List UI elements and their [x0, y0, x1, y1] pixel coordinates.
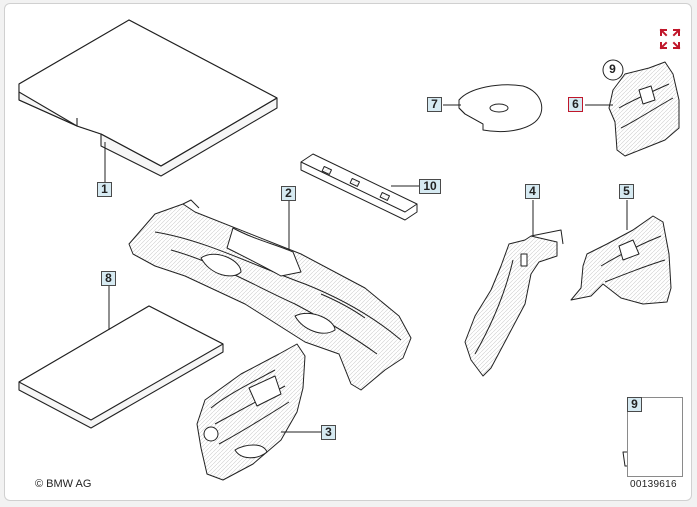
callout-2[interactable]: 2 — [281, 186, 296, 201]
copyright-text: © BMW AG — [35, 478, 92, 490]
callout-1[interactable]: 1 — [97, 182, 112, 197]
parts-diagram — [18, 19, 680, 481]
expand-arrows-icon[interactable] — [659, 28, 681, 50]
part-8-mat[interactable] — [18, 305, 224, 429]
callout-7[interactable]: 7 — [427, 97, 442, 112]
callout-5[interactable]: 5 — [619, 184, 634, 199]
clip-callout-9[interactable]: 9 — [609, 62, 616, 76]
part-4-pillar-trim[interactable] — [464, 229, 564, 377]
part-5-wheel-arch[interactable] — [570, 215, 672, 305]
callout-6[interactable]: 6 — [568, 97, 583, 112]
part-7-round-mat[interactable] — [458, 84, 543, 133]
clip-circle — [602, 59, 624, 81]
legend-callout-9[interactable]: 9 — [627, 397, 642, 412]
callout-8[interactable]: 8 — [101, 271, 116, 286]
diagram-frame: 1 2 3 4 5 6 7 8 10 9 9 © BMW AG 00139616 — [4, 3, 692, 501]
part-3-side-trim[interactable] — [196, 343, 306, 481]
callout-10[interactable]: 10 — [419, 179, 441, 194]
part-2-rear-cover[interactable] — [128, 199, 412, 391]
callout-4[interactable]: 4 — [525, 184, 540, 199]
callout-3[interactable]: 3 — [321, 425, 336, 440]
part-10-strip[interactable] — [300, 153, 418, 221]
legend-box — [627, 397, 683, 477]
diagram-reference-number: 00139616 — [630, 479, 677, 490]
part-1-floor-board[interactable] — [18, 19, 278, 177]
part-6-corner-trim[interactable] — [608, 61, 680, 157]
